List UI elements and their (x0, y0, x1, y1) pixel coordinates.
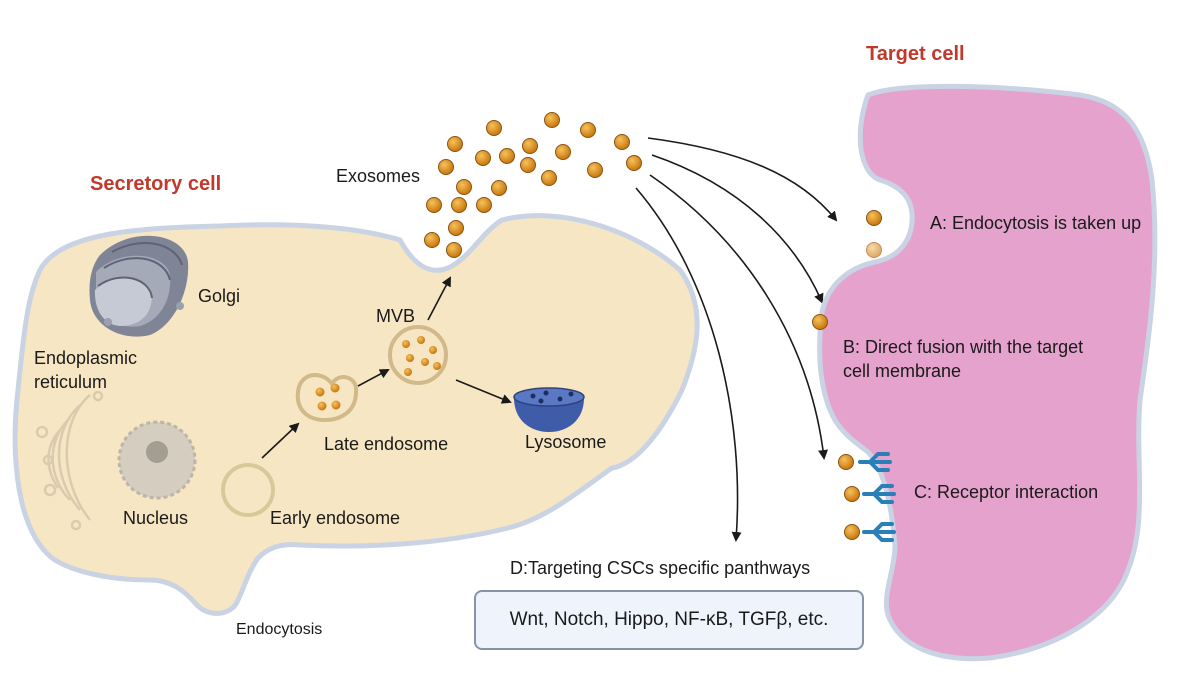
exosome-icon (486, 120, 502, 136)
exosome-icon (475, 150, 491, 166)
late-endosome-label: Late endosome (324, 434, 448, 454)
exosome-cluster (424, 112, 642, 258)
mechanism-b-label-line2: cell membrane (843, 361, 961, 381)
exosome-icon (446, 242, 462, 258)
exosome-icon (426, 197, 442, 213)
receptor-icon (844, 522, 896, 542)
er-label-line1: Endoplasmic (34, 348, 137, 368)
er-label-line2: reticulum (34, 372, 107, 392)
exosome-icon (555, 144, 571, 160)
receptor-group (838, 452, 896, 542)
exosome-icon (626, 155, 642, 171)
exosomes-label: Exosomes (336, 166, 420, 186)
exosome-icon (541, 170, 557, 186)
exosome-icon (520, 157, 536, 173)
early-endosome-label: Early endosome (270, 508, 400, 528)
arrow-mvb-to-membrane (427, 276, 451, 321)
receptor-icon (844, 484, 896, 504)
early-endosome-icon (221, 463, 275, 517)
endocytosis-label: Endocytosis (236, 621, 322, 638)
exosome-icon (544, 112, 560, 128)
exosome-icon (580, 122, 596, 138)
secretory-cell-title: Secretory cell (90, 173, 221, 195)
late-endosome-icon (295, 373, 359, 423)
mvb-icon (388, 325, 448, 385)
exosome-icon (866, 210, 882, 226)
arrow-to-fusion (651, 154, 824, 304)
nucleus-icon (117, 420, 197, 500)
nucleus-label: Nucleus (123, 508, 188, 528)
arrow-to-csc-pathways (635, 187, 742, 542)
lysosome-label: Lysosome (525, 432, 606, 452)
target-cell-title: Target cell (866, 43, 965, 65)
arrow-late-to-mvb (357, 369, 390, 387)
receptor-icon (838, 452, 892, 472)
exosome-icon (438, 159, 454, 175)
mechanism-d-label: D:Targeting CSCs specific panthways (510, 558, 810, 578)
mechanism-b-label-line1: B: Direct fusion with the target (843, 337, 1083, 357)
exosome-icon (614, 134, 630, 150)
pathways-box: Wnt, Notch, Hippo, NF-κB, TGFβ, etc. (474, 590, 864, 650)
exosome-pale-icon (866, 242, 882, 258)
arrow-to-endocytosis (647, 137, 838, 222)
exosome-icon (447, 136, 463, 152)
exosome-icon (451, 197, 467, 213)
secretory-cell-body (12, 213, 700, 616)
mechanism-c-label: C: Receptor interaction (914, 482, 1098, 502)
exosome-icon (491, 180, 507, 196)
mechanism-a-label: A: Endocytosis is taken up (930, 213, 1141, 233)
exosome-icon (424, 232, 440, 248)
exosome-icon (522, 138, 538, 154)
arrow-mvb-to-lysosome (455, 379, 512, 404)
exosome-icon (456, 179, 472, 195)
exosome-icon (812, 314, 828, 330)
arrow-early-to-late (261, 422, 300, 459)
exosome-icon (587, 162, 603, 178)
er-icon (35, 390, 104, 531)
golgi-label: Golgi (198, 286, 240, 306)
exosome-icon (448, 220, 464, 236)
arrow-to-receptor (649, 174, 829, 460)
exosome-icon (499, 148, 515, 164)
target-cell-body (817, 83, 1158, 662)
mvb-label: MVB (376, 306, 415, 326)
exosome-icon (476, 197, 492, 213)
golgi-icon (89, 235, 189, 337)
lysosome-icon (513, 387, 585, 432)
